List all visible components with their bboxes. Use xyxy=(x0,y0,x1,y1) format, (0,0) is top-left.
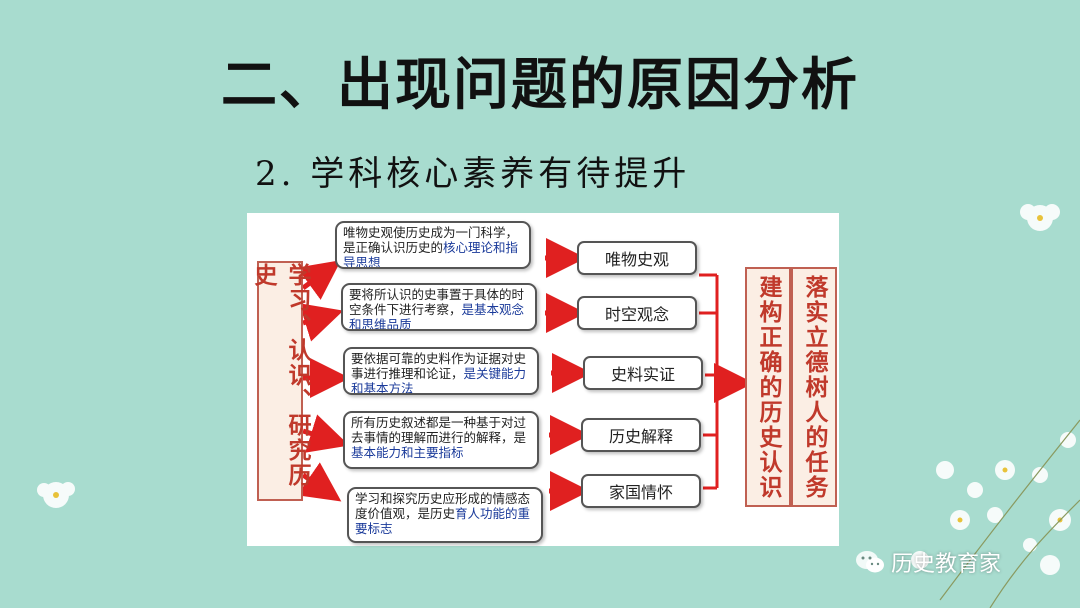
description-box: 学习和探究历史应形成的情感态度价值观，是历史育人功能的重要标志 xyxy=(347,487,543,543)
core-literacy-diagram: 学习、认识、研究历史 唯物史观使历史成为一门科学，是正确认识历史的核心理论和指导… xyxy=(247,213,839,546)
goal-label-1: 建构正确的历史认识 xyxy=(755,274,781,500)
concept-box: 历史解释 xyxy=(581,418,701,452)
left-label-box: 学习、认识、研究历史 xyxy=(250,261,310,501)
description-box: 要将所认识的史事置于具体的时空条件下进行考察，是基本观念和思维品质 xyxy=(341,283,537,331)
goal-label-2: 落实立德树人的任务 xyxy=(801,274,827,500)
diagram-connectors xyxy=(297,238,754,511)
wechat-icon xyxy=(856,551,884,573)
concept-box: 时空观念 xyxy=(577,296,697,330)
left-label: 学习、认识、研究历史 xyxy=(250,263,310,488)
left-arrows xyxy=(297,260,350,502)
watermark: 历史教育家 xyxy=(855,546,1001,578)
slide-subtitle: 2. 学科核心素养有待提升 xyxy=(255,154,691,194)
middle-arrows xyxy=(545,238,592,511)
description-box: 所有历史叙述都是一种基于对过去事情的理解而进行的解释，是基本能力和主要指标 xyxy=(343,411,539,469)
watermark-text: 历史教育家 xyxy=(891,552,1002,577)
concept-box: 史料实证 xyxy=(583,356,703,390)
slide-title: 二、出现问题的原因分析 xyxy=(221,53,859,118)
concept-box: 家国情怀 xyxy=(581,474,701,508)
description-box: 唯物史观使历史成为一门科学，是正确认识历史的核心理论和指导思想 xyxy=(335,221,531,269)
goal-box-1: 建构正确的历史认识 xyxy=(745,267,791,507)
concept-box: 唯物史观 xyxy=(577,241,697,275)
goal-box-2: 落实立德树人的任务 xyxy=(791,267,837,507)
description-box: 要依据可靠的史料作为证据对史事进行推理和论证，是关键能力和基本方法 xyxy=(343,347,539,395)
